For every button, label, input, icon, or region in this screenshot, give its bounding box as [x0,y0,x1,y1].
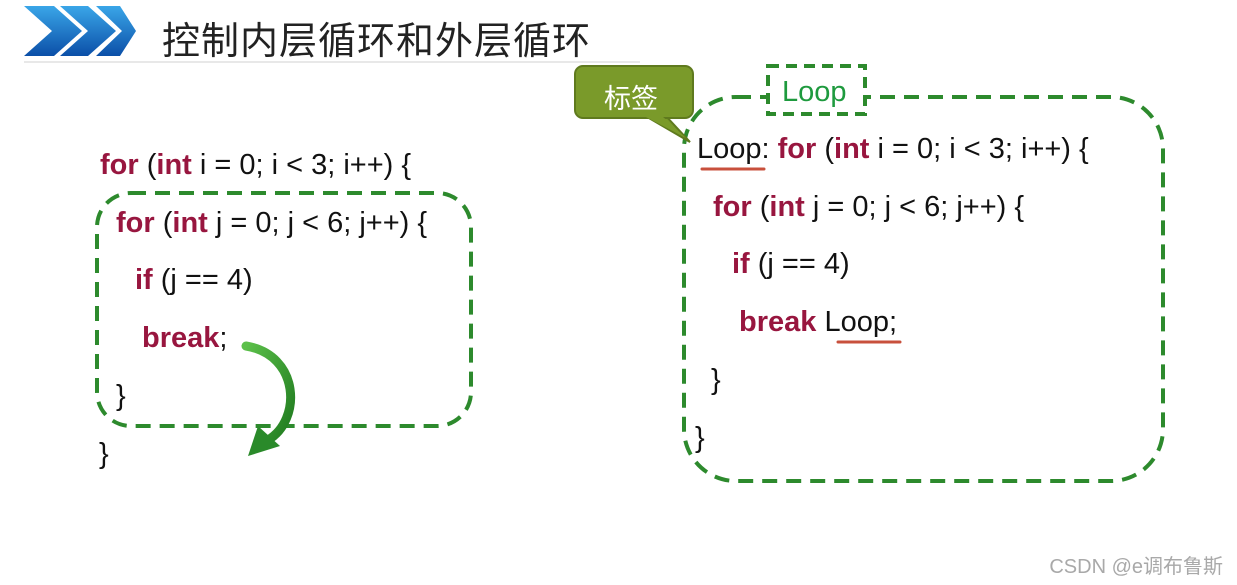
right-code-line-5: } [711,366,721,395]
code-text: } [695,422,705,454]
keyword: int [834,133,870,165]
code-text: ( [138,149,157,181]
code-text: ; [888,306,898,338]
callout-bubble [574,65,694,143]
code-text: (j == 4) [749,248,850,280]
code-text: } [99,438,109,470]
left-code-line-4: break; [142,324,227,353]
keyword: for [116,207,155,239]
code-text: ( [154,207,173,239]
keyword: if [732,248,750,280]
watermark: CSDN @e调布鲁斯 [1049,556,1223,578]
code-text: i = 0; i < 3; i++) { [869,133,1089,165]
right-code-line-2: for (int j = 0; j < 6; j++) { [713,193,1024,222]
page-title: 控制内层循环和外层循环 [162,19,592,63]
code-text: ( [816,133,835,165]
keyword: for [777,133,817,165]
keyword: if [135,264,153,296]
curved-arrow-icon [241,341,295,456]
code-text: } [711,364,721,396]
keyword: int [172,207,208,239]
code-text: (j == 4) [152,264,253,296]
code-text: : [761,133,770,165]
code-text: j = 0; j < 6; j++) { [207,207,428,239]
keyword: int [769,191,805,223]
keyword: int [156,149,192,181]
loop-tag-box [766,64,867,116]
left-code-line-3: if (j == 4) [135,266,253,295]
keyword: break [142,322,220,354]
left-code-line-1: for (int i = 0; i < 3; i++) { [100,151,411,180]
right-code-line-1: Loop: for (int i = 0; i < 3; i++) { [697,135,1089,164]
code-text: i = 0; i < 3; i++) { [191,149,412,181]
callout-label: 标签 [604,84,658,114]
left-code-line-2: for (int j = 0; j < 6; j++) { [116,209,427,238]
right-code-line-3: if (j == 4) [732,250,850,279]
left-code-line-6: } [99,440,109,469]
code-text: ; [219,322,228,354]
keyword: for [100,149,139,181]
code-text: } [116,380,126,412]
chevron-arrows-icon [24,6,136,56]
loop-label: Loop [824,306,889,338]
right-code-line-6: } [695,424,705,453]
keyword: break [739,306,817,338]
loop-tag-label: Loop [782,76,847,108]
left-code-line-5: } [116,382,126,411]
loop-label: Loop [697,133,762,165]
code-text: ( [751,191,770,223]
keyword: for [713,191,752,223]
right-code-line-4: break Loop; [739,308,897,337]
code-text: j = 0; j < 6; j++) { [804,191,1025,223]
